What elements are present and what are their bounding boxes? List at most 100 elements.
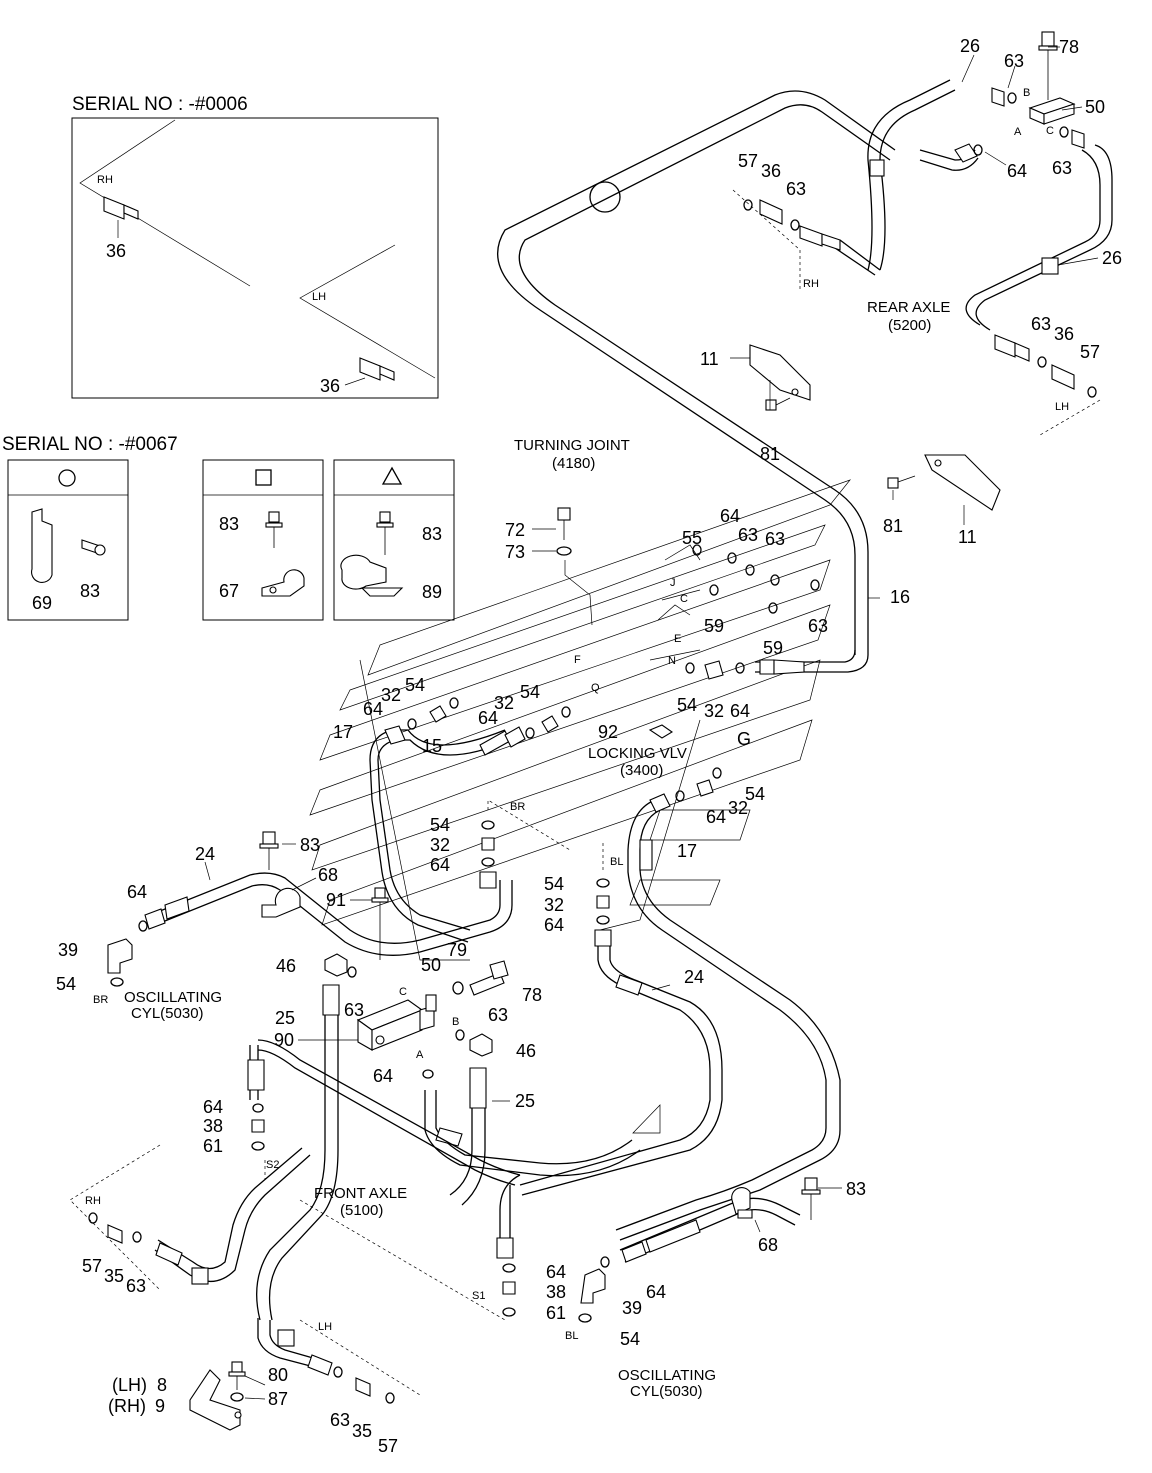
- locking-vlv-label: LOCKING VLV: [588, 745, 687, 762]
- callout: 64: [546, 1262, 566, 1282]
- callout: 81: [760, 444, 780, 464]
- check-valve-36-b: [359, 357, 395, 381]
- callout: 63: [786, 179, 806, 199]
- bolt-81-rear: [765, 397, 791, 411]
- clamp-68-left: [259, 831, 301, 918]
- rear-axle-label: REAR AXLE: [867, 299, 950, 316]
- port-a-top: A: [1014, 126, 1022, 138]
- callout: 35: [104, 1266, 124, 1286]
- clamp-square-marker-right: [1041, 257, 1059, 275]
- callout: 57: [378, 1436, 398, 1456]
- port-bl-osc: BL: [565, 1330, 578, 1342]
- callout: 32: [494, 693, 514, 713]
- elbow-39-right: [580, 1268, 606, 1304]
- callout: 73: [505, 542, 525, 562]
- callout: 64: [373, 1066, 393, 1086]
- callout: 11: [958, 527, 977, 547]
- callout: 36: [761, 161, 781, 181]
- callout: 15: [422, 736, 442, 756]
- callout: 39: [58, 940, 78, 960]
- callout: 54: [620, 1329, 640, 1349]
- port-b-mid: B: [452, 1016, 459, 1028]
- check-valve-36-a: [103, 196, 139, 220]
- callout: 46: [516, 1041, 536, 1061]
- inset-top-rh-leader: [79, 119, 251, 287]
- callout: 54: [677, 695, 697, 715]
- legend-square-symbol: [255, 469, 272, 486]
- callout: 54: [544, 874, 564, 894]
- callout: 72: [505, 520, 525, 540]
- callout: 63: [738, 525, 758, 545]
- inset-top-frame: [71, 117, 439, 399]
- callout: 63: [1004, 51, 1024, 71]
- callout: 11: [700, 349, 719, 369]
- callout: 80: [268, 1365, 288, 1385]
- callout: 63: [1052, 158, 1072, 178]
- bracket-8-9: [189, 1369, 242, 1431]
- callout: 64: [646, 1282, 666, 1302]
- callout: 32: [430, 835, 450, 855]
- callout: 54: [520, 682, 540, 702]
- legend-triangle-symbol: [381, 466, 403, 485]
- bracket-rh-label: (RH): [108, 1396, 146, 1416]
- callout: 90: [274, 1030, 294, 1050]
- serial-mid-title: SERIAL NO : -#0067: [2, 434, 178, 455]
- port-n-tj: N: [668, 655, 676, 667]
- elbow-46-lower: [469, 1033, 493, 1057]
- callout: 59: [763, 638, 783, 658]
- turning-joint-outline: [309, 479, 852, 961]
- port-br-osc: BR: [93, 994, 108, 1006]
- callout: 91: [326, 890, 346, 910]
- bolt-72: [557, 507, 571, 540]
- elbow-46-upper: [324, 953, 348, 977]
- port-rh-rear: RH: [803, 278, 819, 290]
- callout: 83: [846, 1179, 866, 1199]
- front-axle-code: (5100): [340, 1202, 383, 1219]
- callout: 81: [883, 516, 903, 536]
- callout: 63: [488, 1005, 508, 1025]
- callout-69-legend: 69: [32, 593, 52, 613]
- bracket-11-rear: [749, 344, 811, 401]
- callout: 36: [1054, 324, 1074, 344]
- callout: 26: [960, 36, 980, 56]
- clamp-circle-marker: [589, 181, 621, 213]
- turning-joint-code: (4180): [552, 455, 595, 472]
- hose-17-24-right: [615, 793, 841, 1241]
- callout: 64: [478, 708, 498, 728]
- check-valve-36-rh: [759, 199, 841, 251]
- legend-circle-panel: [7, 459, 129, 621]
- port-bl-tj: BL: [610, 856, 623, 868]
- callout: 32: [704, 701, 724, 721]
- callout: 50: [421, 955, 441, 975]
- callout-36-inset-a: 36: [106, 241, 126, 261]
- callout: 9: [155, 1396, 165, 1416]
- callout-67-legend: 67: [219, 581, 239, 601]
- check-valve-36-lh: [994, 334, 1075, 390]
- callout-leaders: [204, 46, 1099, 1400]
- callout: 64: [203, 1097, 223, 1117]
- callout: 17: [677, 841, 697, 861]
- callout: 63: [126, 1276, 146, 1296]
- callout-83-legend-circle: 83: [80, 581, 100, 601]
- callout: 64: [363, 699, 383, 719]
- callout: 64: [706, 807, 726, 827]
- osc-cyl-right-code: CYL(5030): [630, 1383, 703, 1400]
- callout: 17: [333, 722, 353, 742]
- callout: 25: [275, 1008, 295, 1028]
- elbow-39-left: [107, 938, 133, 974]
- callout: 55: [682, 528, 702, 548]
- callout: 64: [544, 915, 564, 935]
- clamp-triangle-marker: [632, 1104, 661, 1134]
- osc-cyl-left-code: CYL(5030): [131, 1005, 204, 1022]
- callout: 63: [344, 1000, 364, 1020]
- port-a-mid: A: [416, 1049, 424, 1061]
- callout: 61: [203, 1136, 223, 1156]
- callout: 64: [430, 855, 450, 875]
- port-c-tj: C: [680, 593, 688, 605]
- callout: 59: [704, 616, 724, 636]
- callout: 54: [56, 974, 76, 994]
- bolt-80: [228, 1361, 246, 1390]
- bolt-78-mid: [469, 960, 509, 996]
- port-f-tj: F: [574, 654, 581, 666]
